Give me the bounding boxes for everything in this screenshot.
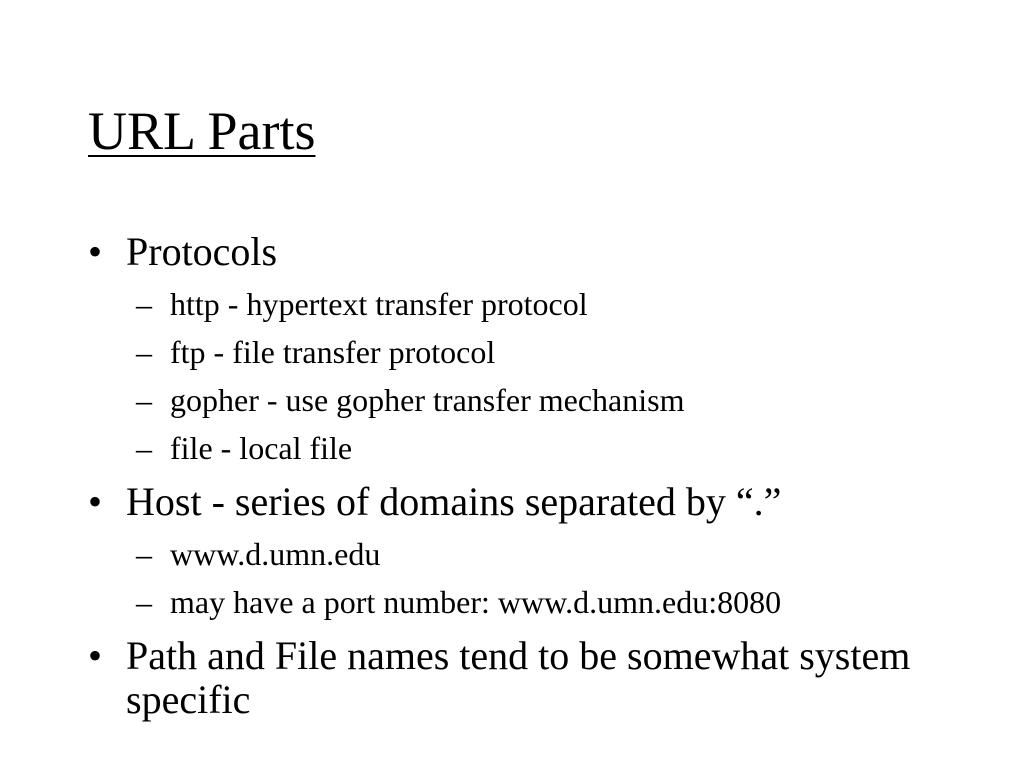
sub-text: file - local file [170, 430, 353, 466]
sub-list-host: – www.d.umn.edu – may have a port number… [88, 530, 968, 626]
sub-item: – ftp - file transfer protocol [88, 328, 968, 376]
sub-text: http - hypertext transfer protocol [170, 286, 588, 322]
sub-item: – gopher - use gopher transfer mechanism [88, 376, 968, 424]
sub-marker: – [136, 584, 152, 620]
sub-marker: – [136, 286, 152, 322]
sub-text: ftp - file transfer protocol [170, 334, 496, 370]
sub-marker: – [136, 536, 152, 572]
bullet-list: • Protocols – http - hypertext transfer … [88, 222, 968, 722]
bullet-marker: • [88, 229, 103, 274]
bullet-marker: • [88, 633, 103, 678]
sub-text: may have a port number: www.d.umn.edu:80… [170, 584, 782, 620]
bullet-text: Protocols [126, 229, 278, 274]
bullet-text: Path and File names tend to be somewhat … [126, 633, 911, 722]
sub-item: – http - hypertext transfer protocol [88, 280, 968, 328]
sub-item: – may have a port number: www.d.umn.edu:… [88, 578, 968, 626]
sub-marker: – [136, 382, 152, 418]
sub-item: – www.d.umn.edu [88, 530, 968, 578]
bullet-marker: • [88, 479, 103, 524]
bullet-item-host: • Host - series of domains separated by … [88, 480, 968, 524]
sub-item: – file - local file [88, 424, 968, 472]
sub-text: www.d.umn.edu [170, 536, 381, 572]
bullet-item-protocols: • Protocols [88, 230, 968, 274]
slide-title: URL Parts [88, 101, 316, 161]
bullet-text: Host - series of domains separated by “.… [126, 479, 782, 524]
sub-marker: – [136, 430, 152, 466]
sub-text: gopher - use gopher transfer mechanism [170, 382, 685, 418]
sub-list-protocols: – http - hypertext transfer protocol – f… [88, 280, 968, 472]
sub-marker: – [136, 334, 152, 370]
bullet-item-path: • Path and File names tend to be somewha… [88, 634, 968, 722]
